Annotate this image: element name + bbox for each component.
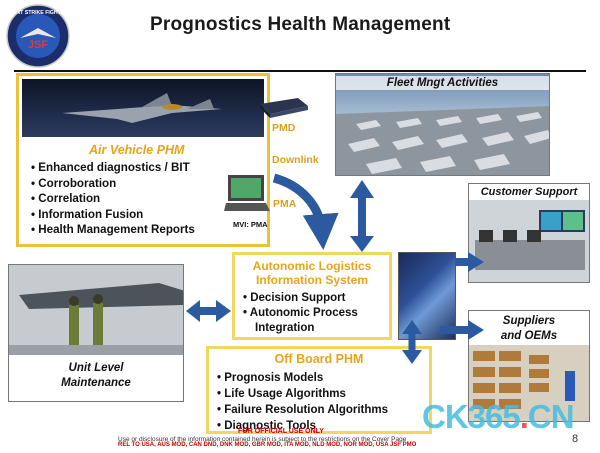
offboard-arrow-up-head: [402, 320, 422, 334]
pmd-label: PMD: [272, 122, 296, 134]
screen-customer-head: [468, 252, 484, 272]
watermark: CK365.CN: [422, 398, 575, 435]
fleet-title: Fleet Mngt Activities: [336, 76, 549, 90]
air-vehicle-list: • Enhanced diagnostics / BIT • Corrobora…: [31, 160, 195, 238]
offboard-arrow-down-head: [402, 350, 422, 364]
list-item: • Autonomic Process: [243, 307, 358, 319]
fleet-arrow-down-head: [350, 236, 374, 252]
customer-support-title: Customer Support: [480, 186, 578, 198]
list-item: • Enhanced diagnostics / BIT: [31, 161, 190, 174]
off-board-list: • Prognosis Models • Life Usage Algorith…: [217, 370, 388, 434]
page-title: Prognostics Health Management: [150, 14, 451, 35]
autonomic-heading: Autonomic Logistics Information System: [235, 259, 389, 287]
downlink-label: Downlink: [272, 154, 319, 166]
warehouse-photo: [469, 345, 589, 421]
list-item: • Information Fusion: [31, 207, 144, 221]
suppliers-title-line1: Suppliers: [502, 315, 556, 327]
autonomic-heading-line1: Autonomic Logistics: [252, 259, 372, 273]
list-item: • Diagnostic Tools: [217, 420, 317, 432]
unit-arrow-right-head: [216, 300, 231, 322]
unit-level-title-line2: Maintenance: [61, 377, 131, 389]
disclosure-notice: Use or disclosure of the information con…: [118, 436, 407, 443]
release-notice: REL TO USA, AUS MOD, CAN DND, DNK MOD, G…: [118, 442, 417, 448]
jsf-logo: JSF JOINT STRIKE FIGHTER: [6, 4, 70, 68]
network-screen-image: [398, 252, 456, 340]
list-item: • Failure Resolution Algorithms: [217, 404, 389, 416]
suppliers-oems-box: Suppliers and OEMs: [468, 310, 590, 422]
customer-support-box: Customer Support: [468, 183, 590, 283]
maintenance-photo: [9, 265, 183, 355]
title-rule: [14, 70, 586, 72]
list-item: • Correlation: [31, 192, 101, 206]
autonomic-heading-line2: Information System: [255, 273, 369, 287]
unit-level-title: Unit Level Maintenance: [9, 361, 183, 391]
air-vehicle-heading: Air Vehicle PHM: [89, 143, 185, 157]
list-item: • Prognosis Models: [217, 372, 324, 384]
classification-label: FOR OFFICIAL USE ONLY: [238, 428, 324, 435]
pma-label: PMA: [273, 198, 297, 210]
control-room-photo: [469, 200, 589, 282]
autonomic-list: • Decision Support • Autonomic Process I…: [243, 291, 358, 336]
unit-arrow-left-head: [186, 300, 200, 322]
carrier-deck-photo: [336, 106, 549, 175]
page-number: 8: [572, 433, 579, 445]
pmd-device-icon: [258, 96, 310, 120]
downlink-arrow: [272, 173, 339, 250]
logo-center-text: JSF: [28, 39, 48, 51]
list-item: • Corroboration: [31, 176, 117, 190]
fleet-management-box: Fleet Mngt Activities: [335, 73, 550, 176]
suppliers-title: Suppliers and OEMs: [469, 314, 589, 344]
laptop-caption: MVI: PMA: [233, 220, 268, 229]
fleet-arrow-up-head: [350, 180, 374, 198]
screen-suppliers-head: [468, 320, 484, 340]
off-board-heading: Off Board PHM: [274, 352, 364, 366]
off-board-phm-box: Off Board PHM • Prognosis Models • Life …: [206, 346, 432, 434]
list-item: • Decision Support: [243, 292, 346, 304]
list-item: Integration: [255, 322, 315, 334]
laptop-pma-icon: [224, 173, 270, 217]
unit-level-title-line1: Unit Level: [68, 362, 124, 374]
suppliers-title-line2: and OEMs: [500, 330, 558, 342]
jet-photo: [22, 79, 264, 137]
air-vehicle-phm-box: Air Vehicle PHM • Enhanced diagnostics /…: [16, 73, 270, 247]
list-item: • Health Management Reports: [31, 223, 195, 237]
unit-level-maintenance-box: Unit Level Maintenance: [8, 264, 184, 402]
logo-top-text: JOINT STRIKE FIGHTER: [8, 10, 68, 16]
list-item: • Life Usage Algorithms: [217, 388, 346, 400]
autonomic-logistics-box: Autonomic Logistics Information System •…: [232, 252, 392, 340]
